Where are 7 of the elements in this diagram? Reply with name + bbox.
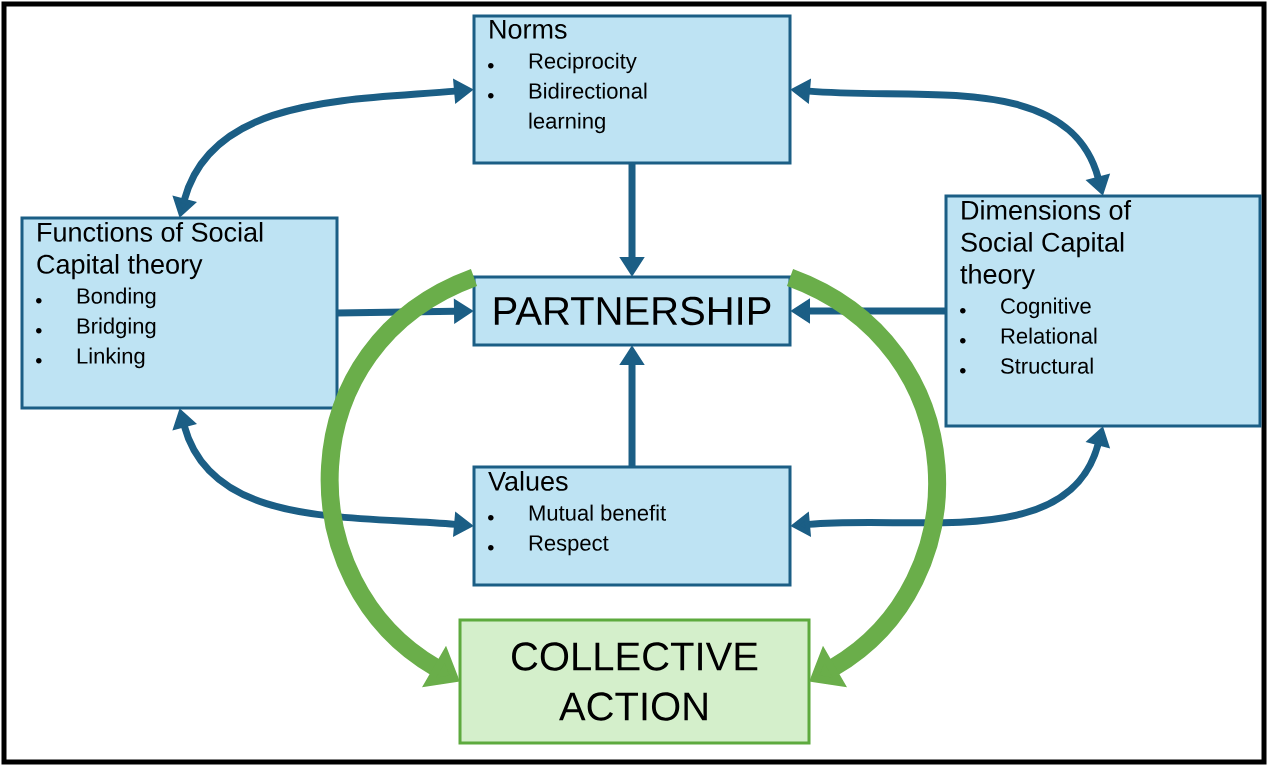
box: PARTNERSHIP [472, 275, 792, 347]
box: Values Mutual benefit Respect [472, 465, 792, 587]
box: Norms Reciprocity Bidirectional learning [472, 14, 792, 165]
box: Dimensions of Social Capital theory Cognitive Relational Structural [944, 194, 1262, 428]
box: COLLECTIVE ACTION [458, 618, 811, 745]
arrow [786, 269, 946, 688]
box: Functions of Social Capital theory Bonding Bridging Linking [20, 216, 339, 410]
